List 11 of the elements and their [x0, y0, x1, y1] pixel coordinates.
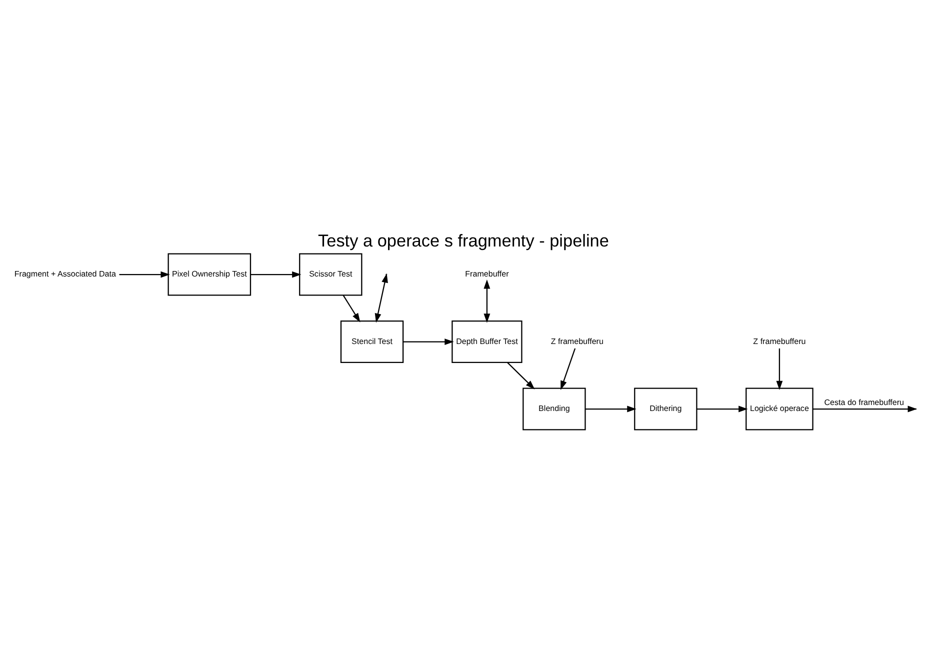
arrow: [119, 270, 170, 278]
diagram-title: Testy a operace s fragmenty - pipeline: [318, 230, 609, 250]
arrow: [403, 338, 454, 344]
arrow: [585, 405, 636, 412]
arrow: [776, 348, 783, 390]
arrow: [484, 278, 490, 322]
arrow: [342, 294, 360, 322]
arrow: [696, 405, 748, 412]
arrow: [507, 362, 535, 389]
arrow: [560, 348, 576, 390]
arrow: [250, 270, 302, 278]
